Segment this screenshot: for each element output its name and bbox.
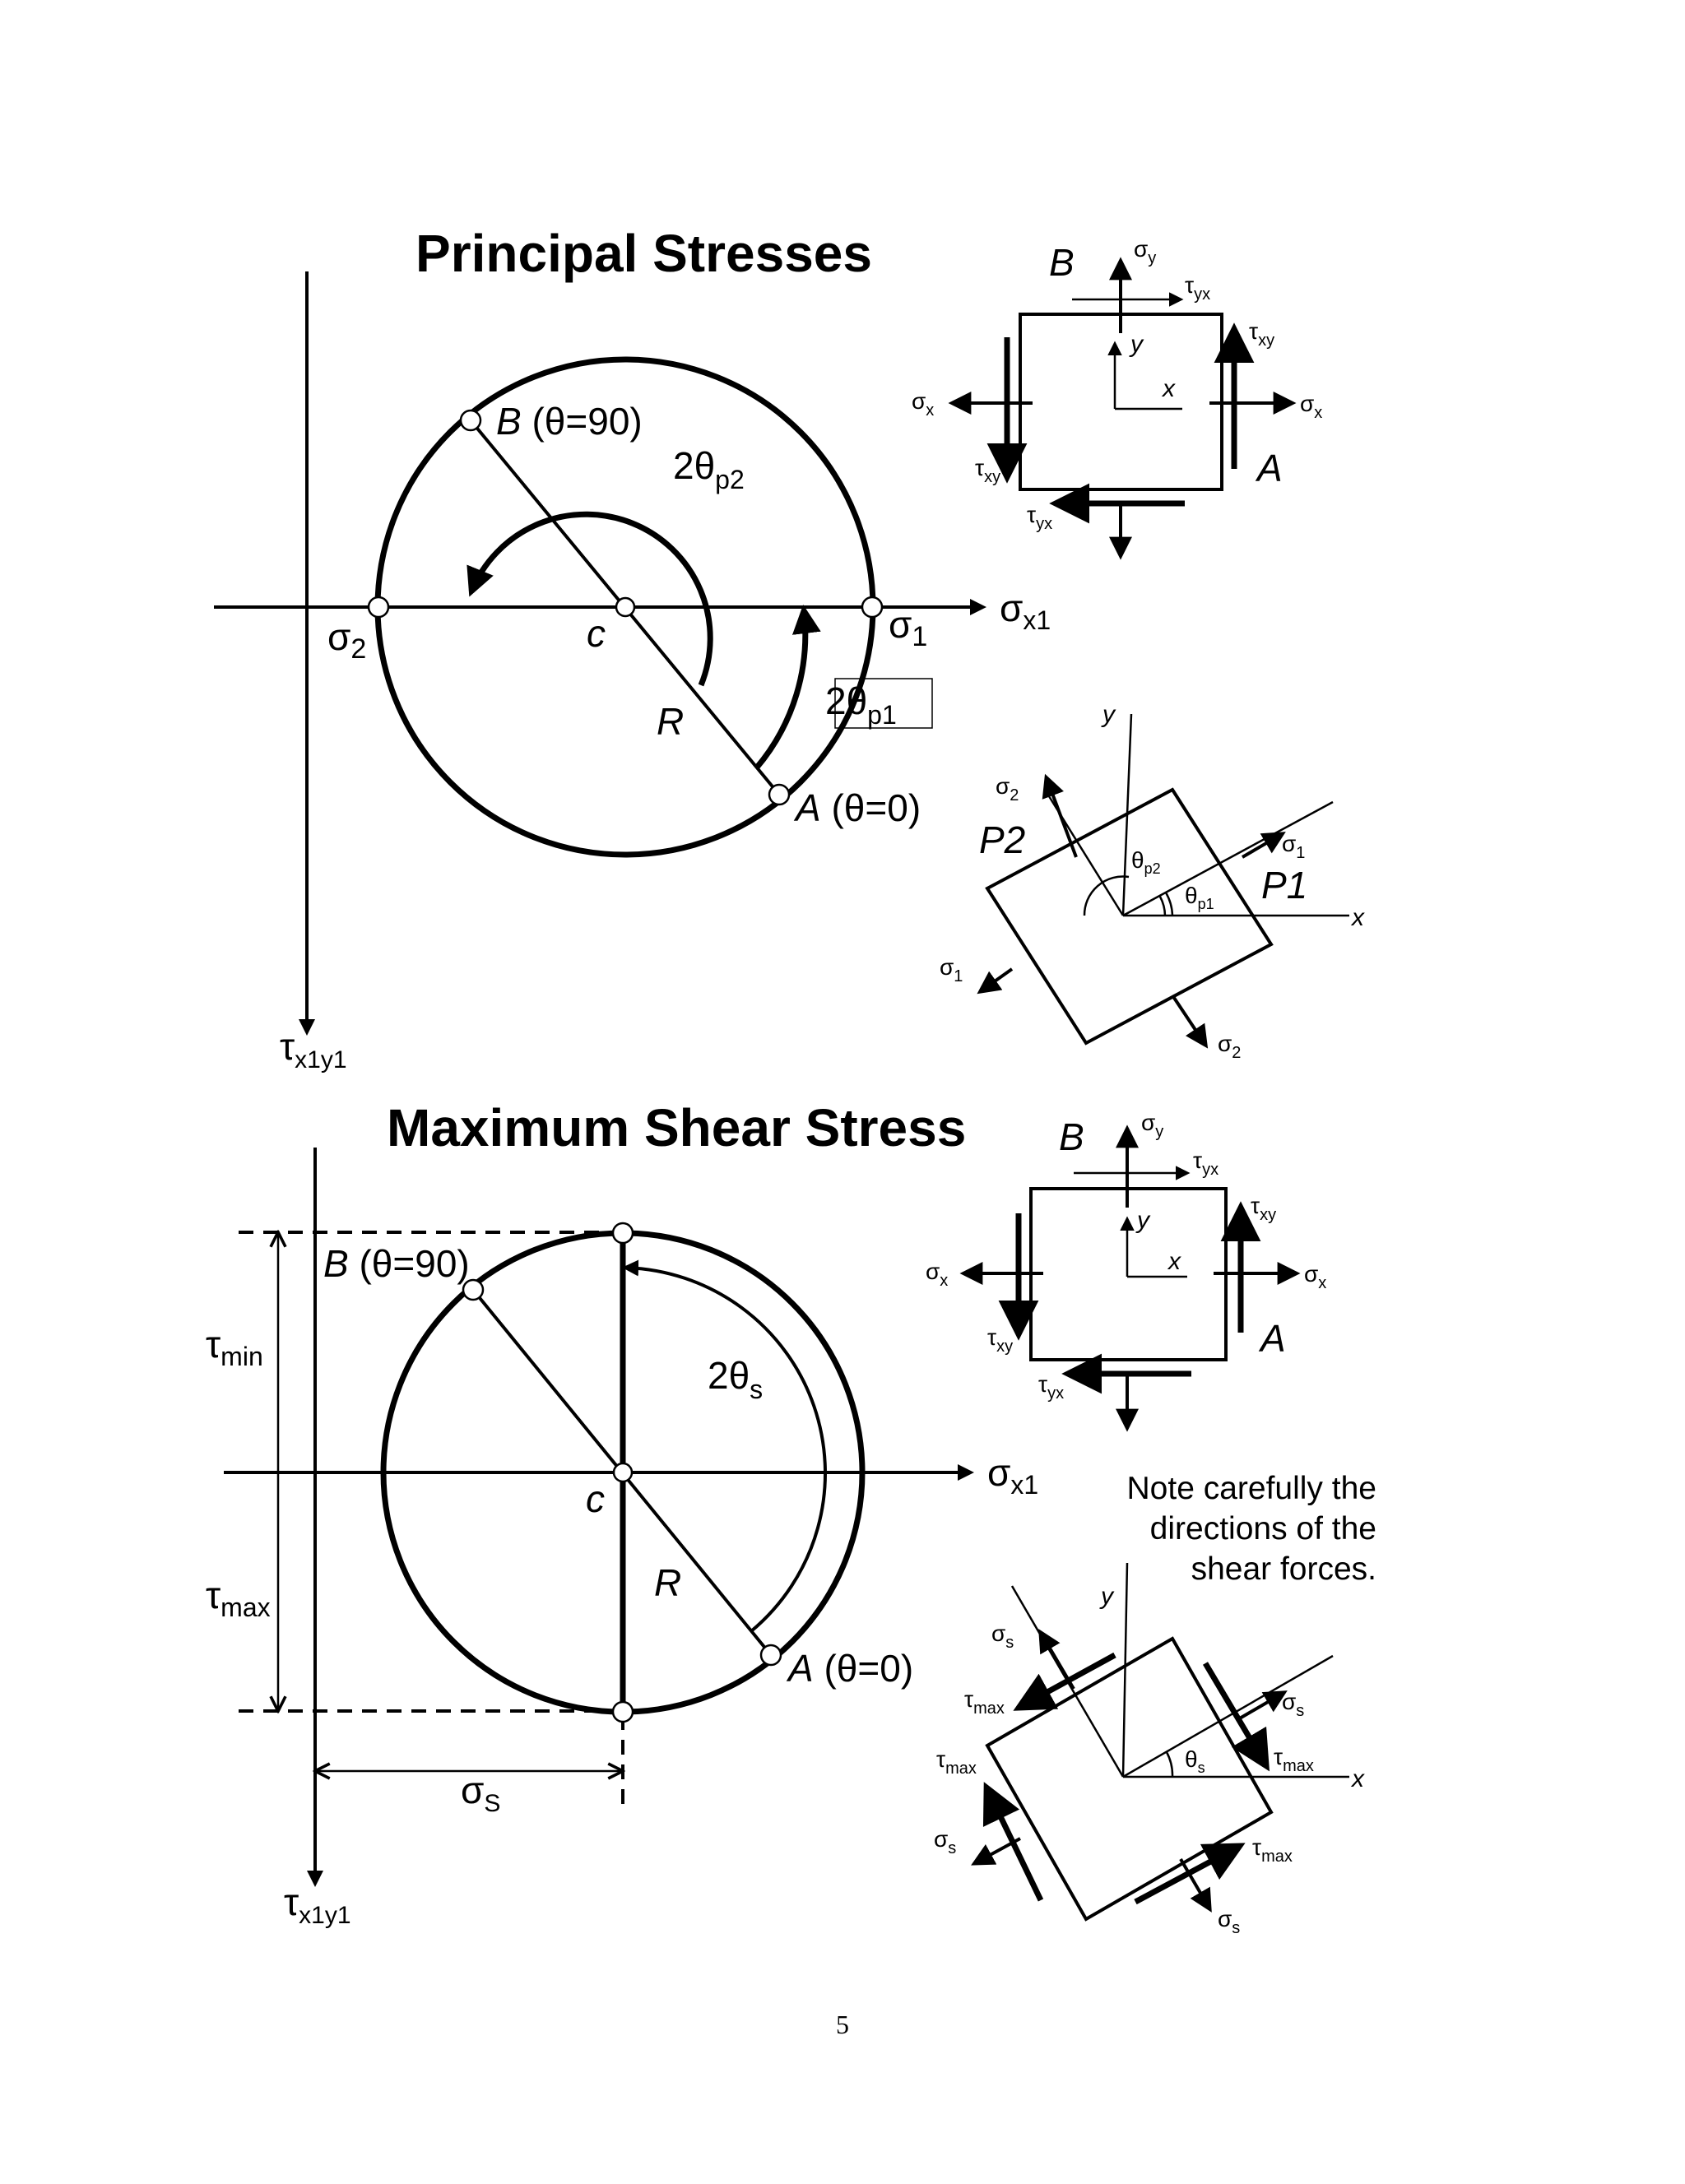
point-center: [615, 596, 636, 618]
point-B-2: [462, 1278, 485, 1301]
label-sigma1: σ1: [889, 603, 927, 652]
principal-rotated-element: y x P1 P2 σ2 σ1 σ1 σ2 θp2 θp1: [940, 701, 1365, 1062]
element-label-B-2: B: [1059, 1115, 1084, 1158]
note-line-1: Note carefully the: [1127, 1471, 1377, 1506]
label-tau-min: τmin: [206, 1323, 263, 1371]
point-tau-min: [611, 1222, 634, 1245]
element-label-A: A: [1255, 447, 1283, 489]
element-square-2: [1029, 1187, 1228, 1361]
rotated-axis-x-2: x: [1350, 1765, 1365, 1792]
label-sigma-s: σS: [461, 1769, 500, 1817]
element-axis-x-2: x: [1167, 1248, 1181, 1275]
label-B-theta90: B (θ=90): [496, 400, 643, 443]
label-sigma-s-left: σs: [934, 1826, 956, 1857]
label-tau-x1y1-2: τx1y1: [284, 1880, 351, 1929]
label-tau-yx-top: τyx: [1185, 272, 1210, 304]
max-shear-title: Maximum Shear Stress: [387, 1098, 966, 1157]
point-A: [768, 783, 791, 806]
label-c: c: [587, 612, 606, 655]
label-2theta-p2: 2θp2: [673, 444, 745, 494]
label-sigma-x1: σx1: [1000, 587, 1051, 635]
arc-2theta-p1: [754, 605, 821, 771]
element-label-A-2: A: [1258, 1317, 1286, 1360]
label-A-theta0: A (θ=0): [793, 786, 921, 829]
note-line-2: directions of the: [1150, 1511, 1376, 1546]
note-text: Note carefully the directions of the she…: [1127, 1471, 1377, 1587]
label-sigma-x-left-2: σx: [926, 1259, 948, 1290]
principal-mohr-circle: B (θ=90) 2θp2 2θp1 c R σ2 σ1 σx1 A (θ=0)…: [214, 271, 1051, 1073]
rotated-axis-y: y: [1101, 701, 1116, 728]
rotated-axis-y-2: y: [1099, 1583, 1115, 1610]
label-tau-x1y1: τx1y1: [280, 1025, 347, 1073]
label-P1: P1: [1261, 864, 1307, 907]
shear-stress-element: B A σy τyx τxy σx σx τxy τyx y x: [926, 1110, 1326, 1432]
element-axis-y: y: [1129, 331, 1144, 358]
label-c-2: c: [586, 1477, 605, 1520]
element-label-B: B: [1049, 241, 1075, 284]
point-center-2: [612, 1462, 634, 1483]
label-tau-max: τmax: [206, 1574, 271, 1622]
label-sigma2: σ2: [327, 615, 366, 665]
label-sigma-s-bottom: σs: [1218, 1906, 1240, 1937]
label-sigma-x-left: σx: [912, 388, 934, 420]
label-B-theta90-2: B (θ=90): [323, 1242, 470, 1285]
label-2theta-p1: 2θp1: [825, 679, 897, 730]
note-line-3: shear forces.: [1191, 1551, 1376, 1587]
label-sigma-x1-2: σx1: [987, 1451, 1038, 1500]
point-sigma1: [861, 596, 884, 619]
label-tau-yx-top-2: τyx: [1193, 1148, 1218, 1179]
principal-stresses-section: Principal Stresses B (θ=90) 2θp2 2θp1 c …: [214, 224, 1365, 1073]
point-sigma2: [367, 596, 390, 619]
label-sigma-x-right-2: σx: [1304, 1261, 1326, 1292]
label-A-theta0-2: A (θ=0): [786, 1647, 913, 1690]
element-square: [1019, 313, 1223, 491]
label-tau-max-4: τmax: [1252, 1834, 1293, 1866]
max-shear-section: Maximum Shear Stress B (θ=90) 2θs c R: [206, 1098, 1376, 1937]
label-sigma2-bottom: σ2: [1218, 1031, 1241, 1062]
label-tau-yx-bottom-2: τyx: [1038, 1371, 1064, 1403]
shear-rotated-element: y x σs σs σs σs τmax τmax τmax τmax θs: [934, 1562, 1365, 1937]
label-theta-s: θs: [1185, 1746, 1205, 1776]
label-tau-max-2: τmax: [1274, 1744, 1314, 1775]
label-tau-yx-bottom: τyx: [1027, 502, 1052, 533]
rotated-square: [985, 787, 1274, 1046]
label-tau-max-1: τmax: [964, 1686, 1005, 1718]
label-sigma-y: σy: [1134, 236, 1156, 267]
label-sigma-x-right: σx: [1300, 391, 1322, 422]
rotated-axis-x: x: [1350, 904, 1365, 931]
label-sigma1-left: σ1: [940, 954, 963, 985]
label-R: R: [657, 700, 684, 743]
arc-2theta-p2: [467, 511, 713, 687]
label-theta-p1: θp1: [1185, 883, 1214, 912]
point-B: [459, 409, 482, 432]
point-tau-max: [611, 1700, 634, 1723]
element-axis-x: x: [1161, 375, 1176, 402]
label-theta-p2: θp2: [1131, 847, 1161, 877]
label-sigma2-top: σ2: [996, 773, 1019, 805]
principal-stresses-title: Principal Stresses: [415, 224, 872, 283]
label-sigma-y-2: σy: [1141, 1110, 1163, 1141]
label-2theta-s: 2θs: [708, 1354, 763, 1404]
label-P2: P2: [979, 818, 1025, 861]
label-sigma-s-right: σs: [1282, 1689, 1304, 1720]
arc-2theta-s: [622, 1259, 827, 1633]
shear-mohr-circle: B (θ=90) 2θs c R τmin τmax σS σx1 A (θ=0…: [206, 1148, 1038, 1929]
element-axis-y-2: y: [1135, 1207, 1151, 1234]
label-box: [834, 678, 933, 729]
label-R-2: R: [654, 1561, 681, 1604]
label-tau-xy-right-2: τxy: [1251, 1193, 1276, 1224]
label-tau-xy-left: τxy: [975, 455, 1000, 486]
label-sigma-s-top: σs: [991, 1621, 1014, 1652]
point-A-2: [759, 1644, 782, 1667]
label-sigma1-right: σ1: [1282, 831, 1305, 862]
label-tau-xy-left-2: τxy: [987, 1324, 1013, 1356]
principal-stress-element: B A σy τyx τxy σx σx τxy τyx y x: [912, 236, 1322, 560]
label-tau-xy-right: τxy: [1249, 318, 1274, 350]
label-tau-max-3: τmax: [936, 1746, 977, 1778]
page-number: 5: [836, 2010, 849, 2039]
